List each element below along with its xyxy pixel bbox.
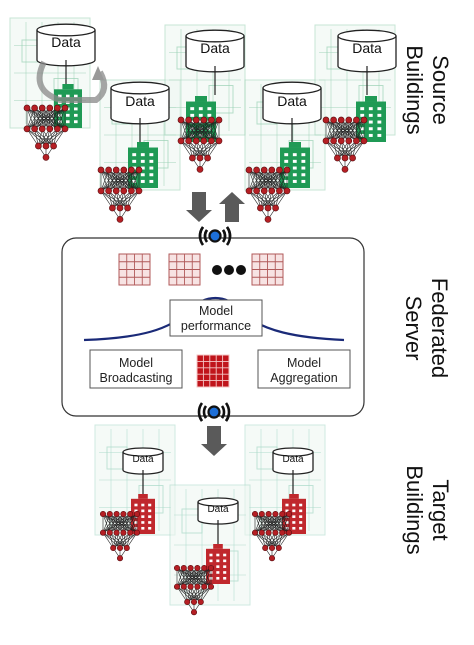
wireless-antenna-icon (198, 226, 232, 246)
building-icon (280, 142, 310, 188)
server-label-line1: Federated (427, 277, 452, 379)
neural-network-icon (99, 510, 141, 562)
model-performance-box (169, 299, 263, 337)
down-arrow (201, 426, 227, 456)
data-label: Data (132, 454, 154, 465)
data-label: Data (352, 40, 382, 56)
source-label-line1: Source (428, 55, 453, 125)
neural-network-icon (322, 116, 368, 173)
database-cylinder-icon (262, 81, 322, 125)
target-label-line2: Buildings (402, 465, 427, 555)
model-performance-label: Model performance (170, 304, 262, 334)
database-cylinder-icon (36, 23, 96, 67)
database-cylinder-icon (197, 497, 239, 525)
data-label: Data (51, 34, 81, 50)
loop-arrow-icon (36, 60, 108, 103)
database-cylinder-icon (185, 29, 245, 73)
federated-server-label: Federated Server (396, 268, 452, 388)
ellipsis-dot (224, 265, 234, 275)
local-model-grid (118, 253, 151, 286)
target-buildings-label: Target Buildings (397, 445, 453, 575)
model-performance-line2: performance (180, 319, 252, 333)
data-label: Data (200, 40, 230, 56)
global-model-grid (196, 354, 230, 388)
data-label: Data (125, 93, 155, 109)
data-label: Data (277, 93, 307, 109)
performance-curve (83, 297, 345, 342)
neural-network-icon (23, 104, 69, 161)
data-label: Data (207, 504, 229, 515)
building-icon (128, 142, 158, 188)
local-model-grid (168, 253, 201, 286)
neural-network-icon (177, 116, 223, 173)
building-icon (356, 96, 386, 142)
up-arrow (219, 192, 245, 222)
model-aggregation-line1: Model (286, 356, 322, 370)
target-label-line1: Target (428, 479, 453, 541)
neural-network-icon (251, 510, 293, 562)
neural-network-icon (173, 564, 215, 616)
model-broadcasting-line2: Broadcasting (99, 371, 173, 385)
down-arrow (186, 192, 212, 222)
model-broadcasting-line1: Model (118, 356, 154, 370)
wireless-antenna-icon (197, 402, 231, 422)
ellipsis-dot (212, 265, 222, 275)
database-cylinder-icon (122, 447, 164, 475)
model-aggregation-line2: Aggregation (270, 371, 338, 385)
model-aggregation-box (257, 349, 351, 389)
model-broadcasting-label: Model Broadcasting (90, 356, 182, 386)
model-broadcasting-box (89, 349, 183, 389)
neural-network-icon (245, 166, 291, 223)
source-label-line2: Buildings (402, 45, 427, 135)
database-cylinder-icon (272, 447, 314, 475)
database-cylinder-icon (110, 81, 170, 125)
building-icon (206, 544, 230, 584)
model-performance-line1: Model (198, 304, 234, 318)
data-label: Data (282, 454, 304, 465)
source-buildings-label: Source Buildings (397, 25, 453, 155)
neural-network-icon (97, 166, 143, 223)
local-model-grid (251, 253, 284, 286)
ellipsis-dot (236, 265, 246, 275)
server-label-line2: Server (401, 295, 426, 361)
model-aggregation-label: Model Aggregation (258, 356, 350, 386)
